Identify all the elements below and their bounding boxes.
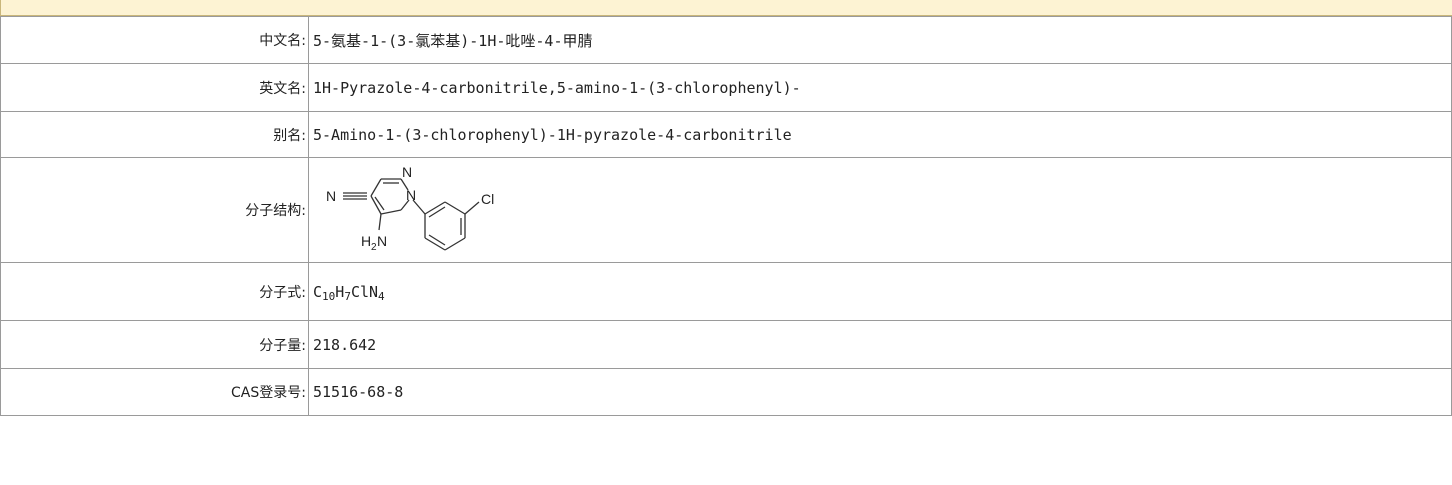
table-row-alias: 别名: 5-Amino-1-(3-chlorophenyl)-1H-pyrazo… [0,111,1452,158]
header-bar-edge [0,0,1,16]
value-chinese-name: 5-氨基-1-(3-氯苯基)-1H-吡唑-4-甲腈 [308,16,1452,64]
label-structure: 分子结构: [0,157,309,263]
table-row-formula: 分子式: C10H7ClN4 [0,262,1452,321]
table-row-english-name: 英文名: 1H-Pyrazole-4-carbonitrile,5-amino-… [0,63,1452,112]
value-formula: C10H7ClN4 [308,262,1452,321]
atom-amino-h-subscript: 2 [371,242,377,253]
molecular-structure-image: N N N Cl H 2 N [326,164,494,253]
value-cas-number: 51516-68-8 [308,368,1452,416]
formula-h: H [335,282,345,301]
table-row-structure: 分子结构: [0,157,1452,263]
formula-h-count: 7 [344,289,351,303]
label-formula: 分子式: [0,262,309,321]
formula-cl: Cl [350,282,369,301]
table-row-chinese-name: 中文名: 5-氨基-1-(3-氯苯基)-1H-吡唑-4-甲腈 [0,16,1452,64]
label-chinese-name: 中文名: [0,16,309,64]
formula-c-count: 10 [322,289,336,303]
label-cas-number: CAS登录号: [0,368,309,416]
formula-n-count: 4 [378,289,385,303]
table-row-molecular-weight: 分子量: 218.642 [0,320,1452,369]
table-row-cas-number: CAS登录号: 51516-68-8 [0,368,1452,416]
atom-chlorine: Cl [481,191,494,207]
atom-nitrile-n: N [326,188,336,204]
atom-amino-h: H [361,233,371,249]
label-alias: 别名: [0,111,309,158]
formula-n: N [369,282,379,301]
formula-c: C [313,282,323,301]
label-molecular-weight: 分子量: [0,320,309,369]
atom-amino-n: N [377,233,387,249]
value-alias: 5-Amino-1-(3-chlorophenyl)-1H-pyrazole-4… [308,111,1452,158]
label-english-name: 英文名: [0,63,309,112]
atom-ring-n: N [406,187,416,203]
table-header-bar [0,0,1452,16]
compound-properties-table: 中文名: 5-氨基-1-(3-氯苯基)-1H-吡唑-4-甲腈 英文名: 1H-P… [0,16,1452,416]
value-english-name: 1H-Pyrazole-4-carbonitrile,5-amino-1-(3-… [308,63,1452,112]
value-molecular-weight: 218.642 [308,320,1452,369]
atom-ring-n-top: N [402,164,412,180]
value-structure: N N N Cl H 2 N [308,157,1452,263]
